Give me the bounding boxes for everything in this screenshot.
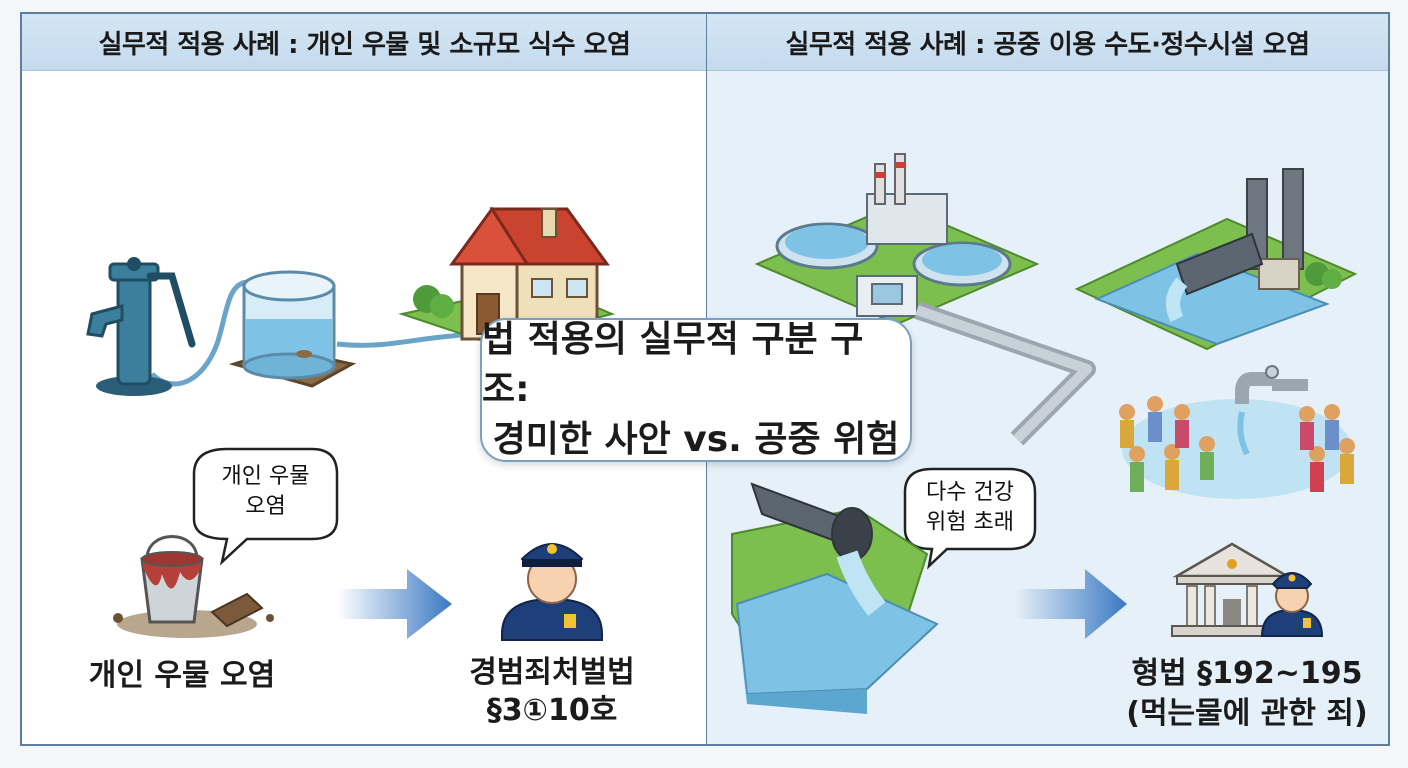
paint-bucket-icon [113,535,274,638]
water-hose [150,279,248,387]
left-bubble-line2: 오염 [245,494,286,519]
left-bubble-line1: 개인 우물 [221,464,310,489]
left-arrow-icon [337,569,452,639]
courthouse-icon [1171,542,1293,637]
right-panel-art [731,153,1358,714]
left-speech-bubble [192,447,339,566]
center-title-line2: 경미한 사안 vs. 공중 위험 [492,419,900,460]
police-officer-icon [501,543,603,641]
right-bubble-line1: 다수 건강 [926,480,1014,505]
law-label-line2: §3①10호 [486,693,618,728]
law-label-line1: 경범죄처벌법 [469,655,635,690]
pipe-outflow-pollution-icon [731,482,939,714]
public-faucet-crowd-icon [1119,365,1355,499]
house-icon [398,206,616,346]
water-tank-icon [228,270,357,388]
criminal-law-line1: 형법 §192~195 [1131,656,1363,691]
right-speech-bubble [903,467,1037,570]
center-summary-box: 법 적용의 실무적 구분 구조: 경미한 사안 vs. 공중 위험 [480,318,912,462]
right-bubble-text: 다수 건강 위험 초래 [905,478,1035,538]
water-treatment-plant-icon [754,153,1040,326]
law-label-minor-offense: 경범죄처벌법 §3①10호 [442,654,662,730]
case-label-private-well: 개인 우물 오염 [88,658,276,693]
right-arrow-icon [1015,569,1127,639]
left-panel-title: 실무적 적용 사례 : 개인 우물 및 소규모 식수 오염 [22,14,707,71]
criminal-law-line2: (먹는물에 관한 죄) [1126,696,1368,731]
center-title-line1: 법 적용의 실무적 구분 구조: [482,319,864,410]
right-panel-title: 실무적 적용 사례 : 공중 이용 수도·정수시설 오염 [707,14,1388,71]
left-panel-art [86,206,616,641]
pipe-icon [914,301,1096,446]
factory-discharge-icon [1074,168,1358,351]
police-officer-icon-right [1260,572,1324,637]
hand-pump-icon [86,257,196,396]
right-bubble-line2: 위험 초래 [926,510,1014,535]
left-bubble-text: 개인 우물 오염 [194,462,337,522]
law-label-criminal-code: 형법 §192~195 (먹는물에 관한 죄) [1117,654,1377,734]
